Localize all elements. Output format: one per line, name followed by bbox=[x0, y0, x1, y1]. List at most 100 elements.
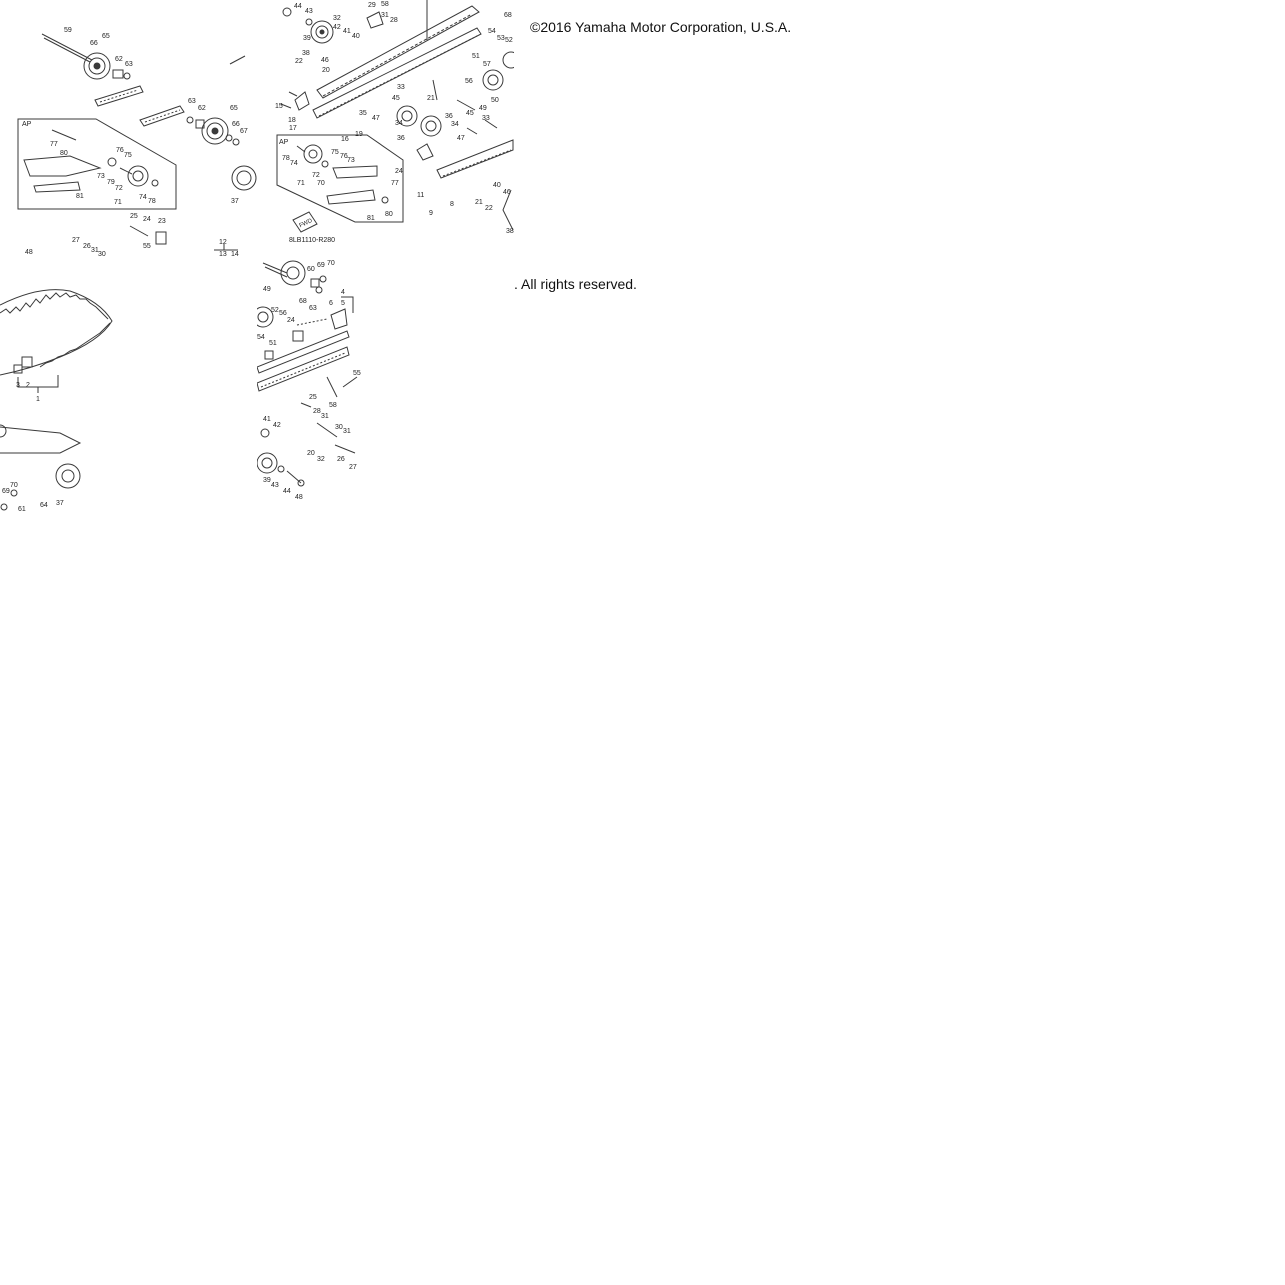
callout: 69 bbox=[2, 488, 10, 495]
callout: 63 bbox=[188, 98, 196, 105]
callout: 54 bbox=[488, 28, 496, 35]
callout: 64 bbox=[40, 502, 48, 509]
callout: 40 bbox=[352, 33, 360, 40]
callout: 25 bbox=[130, 213, 138, 220]
callout: 78 bbox=[282, 155, 290, 162]
callout: 43 bbox=[271, 482, 279, 489]
callout: 28 bbox=[313, 408, 321, 415]
parts-diagram-tile-d: 49 60 69 70 68 63 4 6 5 52 56 54 51 24 2… bbox=[257, 260, 361, 501]
callout: 19 bbox=[355, 131, 363, 138]
callout: 70 bbox=[327, 260, 335, 267]
callout: 66 bbox=[90, 40, 98, 47]
callout: 63 bbox=[309, 305, 317, 312]
inset-label-2: AP bbox=[279, 139, 289, 146]
callout: 46 bbox=[503, 189, 511, 196]
callout: 31 bbox=[343, 428, 351, 435]
callout: 76 bbox=[116, 147, 124, 154]
callout: 27 bbox=[349, 464, 357, 471]
callout: 68 bbox=[504, 12, 512, 19]
callout: 50 bbox=[491, 97, 499, 104]
callout: 24 bbox=[143, 216, 151, 223]
callout: 36 bbox=[445, 113, 453, 120]
callout: 58 bbox=[381, 1, 389, 8]
callout: 12 bbox=[219, 239, 227, 246]
callout: 27 bbox=[72, 237, 80, 244]
callout: 70 bbox=[10, 482, 18, 489]
callout: 18 bbox=[288, 117, 296, 124]
callout: 16 bbox=[341, 136, 349, 143]
callout: 60 bbox=[307, 266, 315, 273]
callout: 81 bbox=[76, 193, 84, 200]
callout: 41 bbox=[343, 28, 351, 35]
copyright-line-2: . All rights reserved. bbox=[514, 276, 637, 292]
callout: 23 bbox=[158, 218, 166, 225]
callout: 20 bbox=[307, 450, 315, 457]
callout: 38 bbox=[506, 228, 514, 235]
callout: 65 bbox=[102, 33, 110, 40]
callout: 39 bbox=[303, 35, 311, 42]
callout: 2 bbox=[26, 382, 30, 389]
callout: 31 bbox=[91, 247, 99, 254]
callout: 57 bbox=[483, 61, 491, 68]
callout: 9 bbox=[429, 210, 433, 217]
callout: 53 bbox=[497, 35, 505, 42]
callout: 63 bbox=[125, 61, 133, 68]
callout: 4 bbox=[341, 289, 345, 296]
parts-diagram-tile-b: 44 43 32 29 58 31 28 42 41 40 39 38 46 2… bbox=[275, 0, 514, 244]
inset-label: AP bbox=[22, 121, 32, 128]
callout: 22 bbox=[485, 205, 493, 212]
callout: 26 bbox=[337, 456, 345, 463]
copyright-line-1: ©2016 Yamaha Motor Corporation, U.S.A. bbox=[530, 19, 792, 35]
callout: 26 bbox=[83, 243, 91, 250]
callout: 73 bbox=[97, 173, 105, 180]
callout: 56 bbox=[279, 310, 287, 317]
callout: 13 bbox=[219, 251, 227, 257]
callout: 45 bbox=[392, 95, 400, 102]
callout: 62 bbox=[198, 105, 206, 112]
callout: 68 bbox=[299, 298, 307, 305]
callout: 67 bbox=[240, 128, 248, 135]
callout: 34 bbox=[451, 121, 459, 128]
callout: 70 bbox=[317, 180, 325, 187]
callout: 72 bbox=[312, 172, 320, 179]
callout: 52 bbox=[271, 307, 279, 314]
callout: 59 bbox=[64, 27, 72, 34]
callout: 52 bbox=[505, 37, 513, 44]
callout: 66 bbox=[232, 121, 240, 128]
callout: 21 bbox=[427, 95, 435, 102]
callout: 34 bbox=[395, 120, 403, 127]
callout: 69 bbox=[317, 262, 325, 269]
callout: 29 bbox=[368, 2, 376, 9]
callout: 40 bbox=[493, 182, 501, 189]
callout: 32 bbox=[333, 15, 341, 22]
callout: 58 bbox=[329, 402, 337, 409]
callout: 77 bbox=[391, 180, 399, 187]
callout: 38 bbox=[302, 50, 310, 57]
callout: 54 bbox=[257, 334, 265, 341]
callout: 22 bbox=[295, 58, 303, 65]
callout: 55 bbox=[353, 370, 361, 377]
callout: 81 bbox=[367, 215, 375, 222]
callout: 39 bbox=[263, 477, 271, 484]
callout: 56 bbox=[465, 78, 473, 85]
callout: 6 bbox=[329, 300, 333, 307]
callout: 17 bbox=[289, 125, 297, 132]
callout: 49 bbox=[479, 105, 487, 112]
callout: 33 bbox=[397, 84, 405, 91]
callout: 75 bbox=[124, 152, 132, 159]
callout: 75 bbox=[331, 149, 339, 156]
callout: 30 bbox=[335, 424, 343, 431]
callout: 72 bbox=[115, 185, 123, 192]
callout: 65 bbox=[230, 105, 238, 112]
parts-diagram-tile-c: 3 2 1 70 69 61 64 37 bbox=[0, 289, 113, 513]
callout: 32 bbox=[317, 456, 325, 463]
callout: 47 bbox=[372, 115, 380, 122]
callout: 51 bbox=[472, 53, 480, 60]
callout: 73 bbox=[347, 157, 355, 164]
callout: 44 bbox=[283, 488, 291, 495]
callout: 49 bbox=[263, 286, 271, 293]
callout: 44 bbox=[294, 3, 302, 10]
callout: 35 bbox=[359, 110, 367, 117]
callout: 79 bbox=[107, 179, 115, 186]
callout: 55 bbox=[143, 243, 151, 250]
